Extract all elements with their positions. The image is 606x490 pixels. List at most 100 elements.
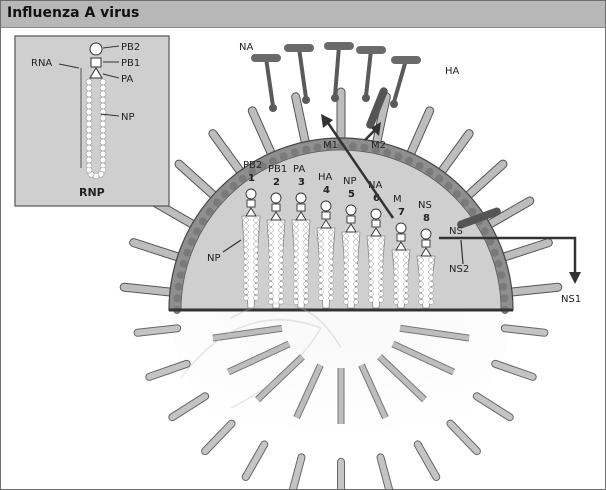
pb1-square <box>91 58 101 67</box>
m1-dot <box>435 175 443 183</box>
m1-dot <box>314 144 322 152</box>
np-bead <box>86 157 92 163</box>
np-bead <box>100 139 106 145</box>
np-bead <box>86 97 92 103</box>
np-bead <box>100 115 106 121</box>
np-bead <box>100 133 106 139</box>
figure-title: Influenza A virus <box>7 5 139 21</box>
lower-spike <box>246 444 265 477</box>
m1-dot <box>453 190 461 198</box>
segment-name: NS <box>418 200 432 211</box>
title-bar: Influenza A virus <box>1 1 605 28</box>
m1-dot <box>221 190 229 198</box>
ha-spike <box>508 287 558 292</box>
np-bead <box>86 79 92 85</box>
np-bead <box>100 157 106 163</box>
inset-caption: RNP <box>79 186 105 199</box>
ha-spike <box>252 111 272 157</box>
np-bead <box>100 121 106 127</box>
np-bead <box>86 151 92 157</box>
segment-name: NP <box>343 176 357 187</box>
m1-dot <box>280 152 288 160</box>
np-bead <box>86 115 92 121</box>
na-protein <box>251 54 281 112</box>
na-proteins <box>251 42 421 112</box>
m1-dot <box>188 238 196 246</box>
m1-dot <box>291 149 299 157</box>
pb2-circle <box>90 43 102 55</box>
np-bead <box>100 79 106 85</box>
np-bead <box>86 121 92 127</box>
label-ns2: NS2 <box>449 264 469 275</box>
segment-name: HA <box>318 172 333 183</box>
ha-spike <box>179 164 216 197</box>
segment-name: PB1 <box>268 164 287 175</box>
m1-dot <box>177 271 185 279</box>
m1-dot <box>199 217 207 225</box>
ha-spike <box>440 134 469 174</box>
label-ns1: NS1 <box>561 294 581 305</box>
m1-dot <box>499 283 507 291</box>
m1-dot <box>501 294 509 302</box>
label-np: NP <box>207 253 221 264</box>
segment-number: 5 <box>348 189 355 200</box>
ha-spike <box>124 287 174 292</box>
m1-dot <box>444 182 452 190</box>
np-bead <box>86 133 92 139</box>
m1-dot <box>360 144 368 152</box>
np-bead <box>100 85 106 91</box>
np-bead <box>86 85 92 91</box>
m1-dot <box>468 208 476 216</box>
m1-dot <box>230 182 238 190</box>
lower-spike <box>172 396 205 417</box>
label-m2: M2 <box>371 140 386 151</box>
m1-dot <box>405 157 413 165</box>
np-bead <box>100 103 106 109</box>
rnp-inset: RNA PB2 PB1 PA NP RNP <box>15 36 169 206</box>
np-bead <box>100 145 106 151</box>
inset-label-pa: PA <box>121 74 133 85</box>
segment-name: PA <box>293 164 305 175</box>
m1-dot <box>302 146 310 154</box>
m1-dot <box>394 152 402 160</box>
m1-dot <box>481 227 489 235</box>
np-bead <box>86 103 92 109</box>
ha-spike <box>466 164 503 197</box>
m1-dot <box>416 162 424 170</box>
segment-number: 2 <box>273 177 280 188</box>
inset-label-pb1: PB1 <box>121 58 140 69</box>
na-protein <box>390 56 421 108</box>
np-bead <box>86 145 92 151</box>
lower-spike <box>495 364 532 377</box>
label-na: NA <box>239 42 253 53</box>
np-bead <box>100 127 106 133</box>
segment-number: 4 <box>323 185 330 196</box>
ha-spike <box>409 111 429 157</box>
m1-dot <box>183 249 191 257</box>
inset-label-rna: RNA <box>31 58 52 69</box>
m1-dot <box>173 294 181 302</box>
ha-spike <box>213 134 242 174</box>
m1-dot <box>461 199 469 207</box>
m1-dot <box>426 168 434 176</box>
segment-number: 3 <box>298 177 305 188</box>
lower-spike <box>137 328 177 332</box>
label-ha: HA <box>445 66 460 77</box>
lower-spike <box>418 444 437 477</box>
inset-label-np: NP <box>121 112 135 123</box>
label-m1: M1 <box>323 140 338 151</box>
ha-spike <box>501 243 549 258</box>
m1-dot <box>349 142 357 150</box>
ha-spike <box>296 97 306 146</box>
m1-dot <box>175 283 183 291</box>
m1-dot <box>193 227 201 235</box>
lower-spike <box>505 328 545 332</box>
np-bead <box>86 127 92 133</box>
segment-number: 1 <box>248 173 255 184</box>
label-ns: NS <box>449 226 463 237</box>
segment-name: M <box>393 194 402 205</box>
np-bead <box>100 151 106 157</box>
segment-number: 7 <box>398 207 405 218</box>
segment-name: PB2 <box>243 160 262 171</box>
